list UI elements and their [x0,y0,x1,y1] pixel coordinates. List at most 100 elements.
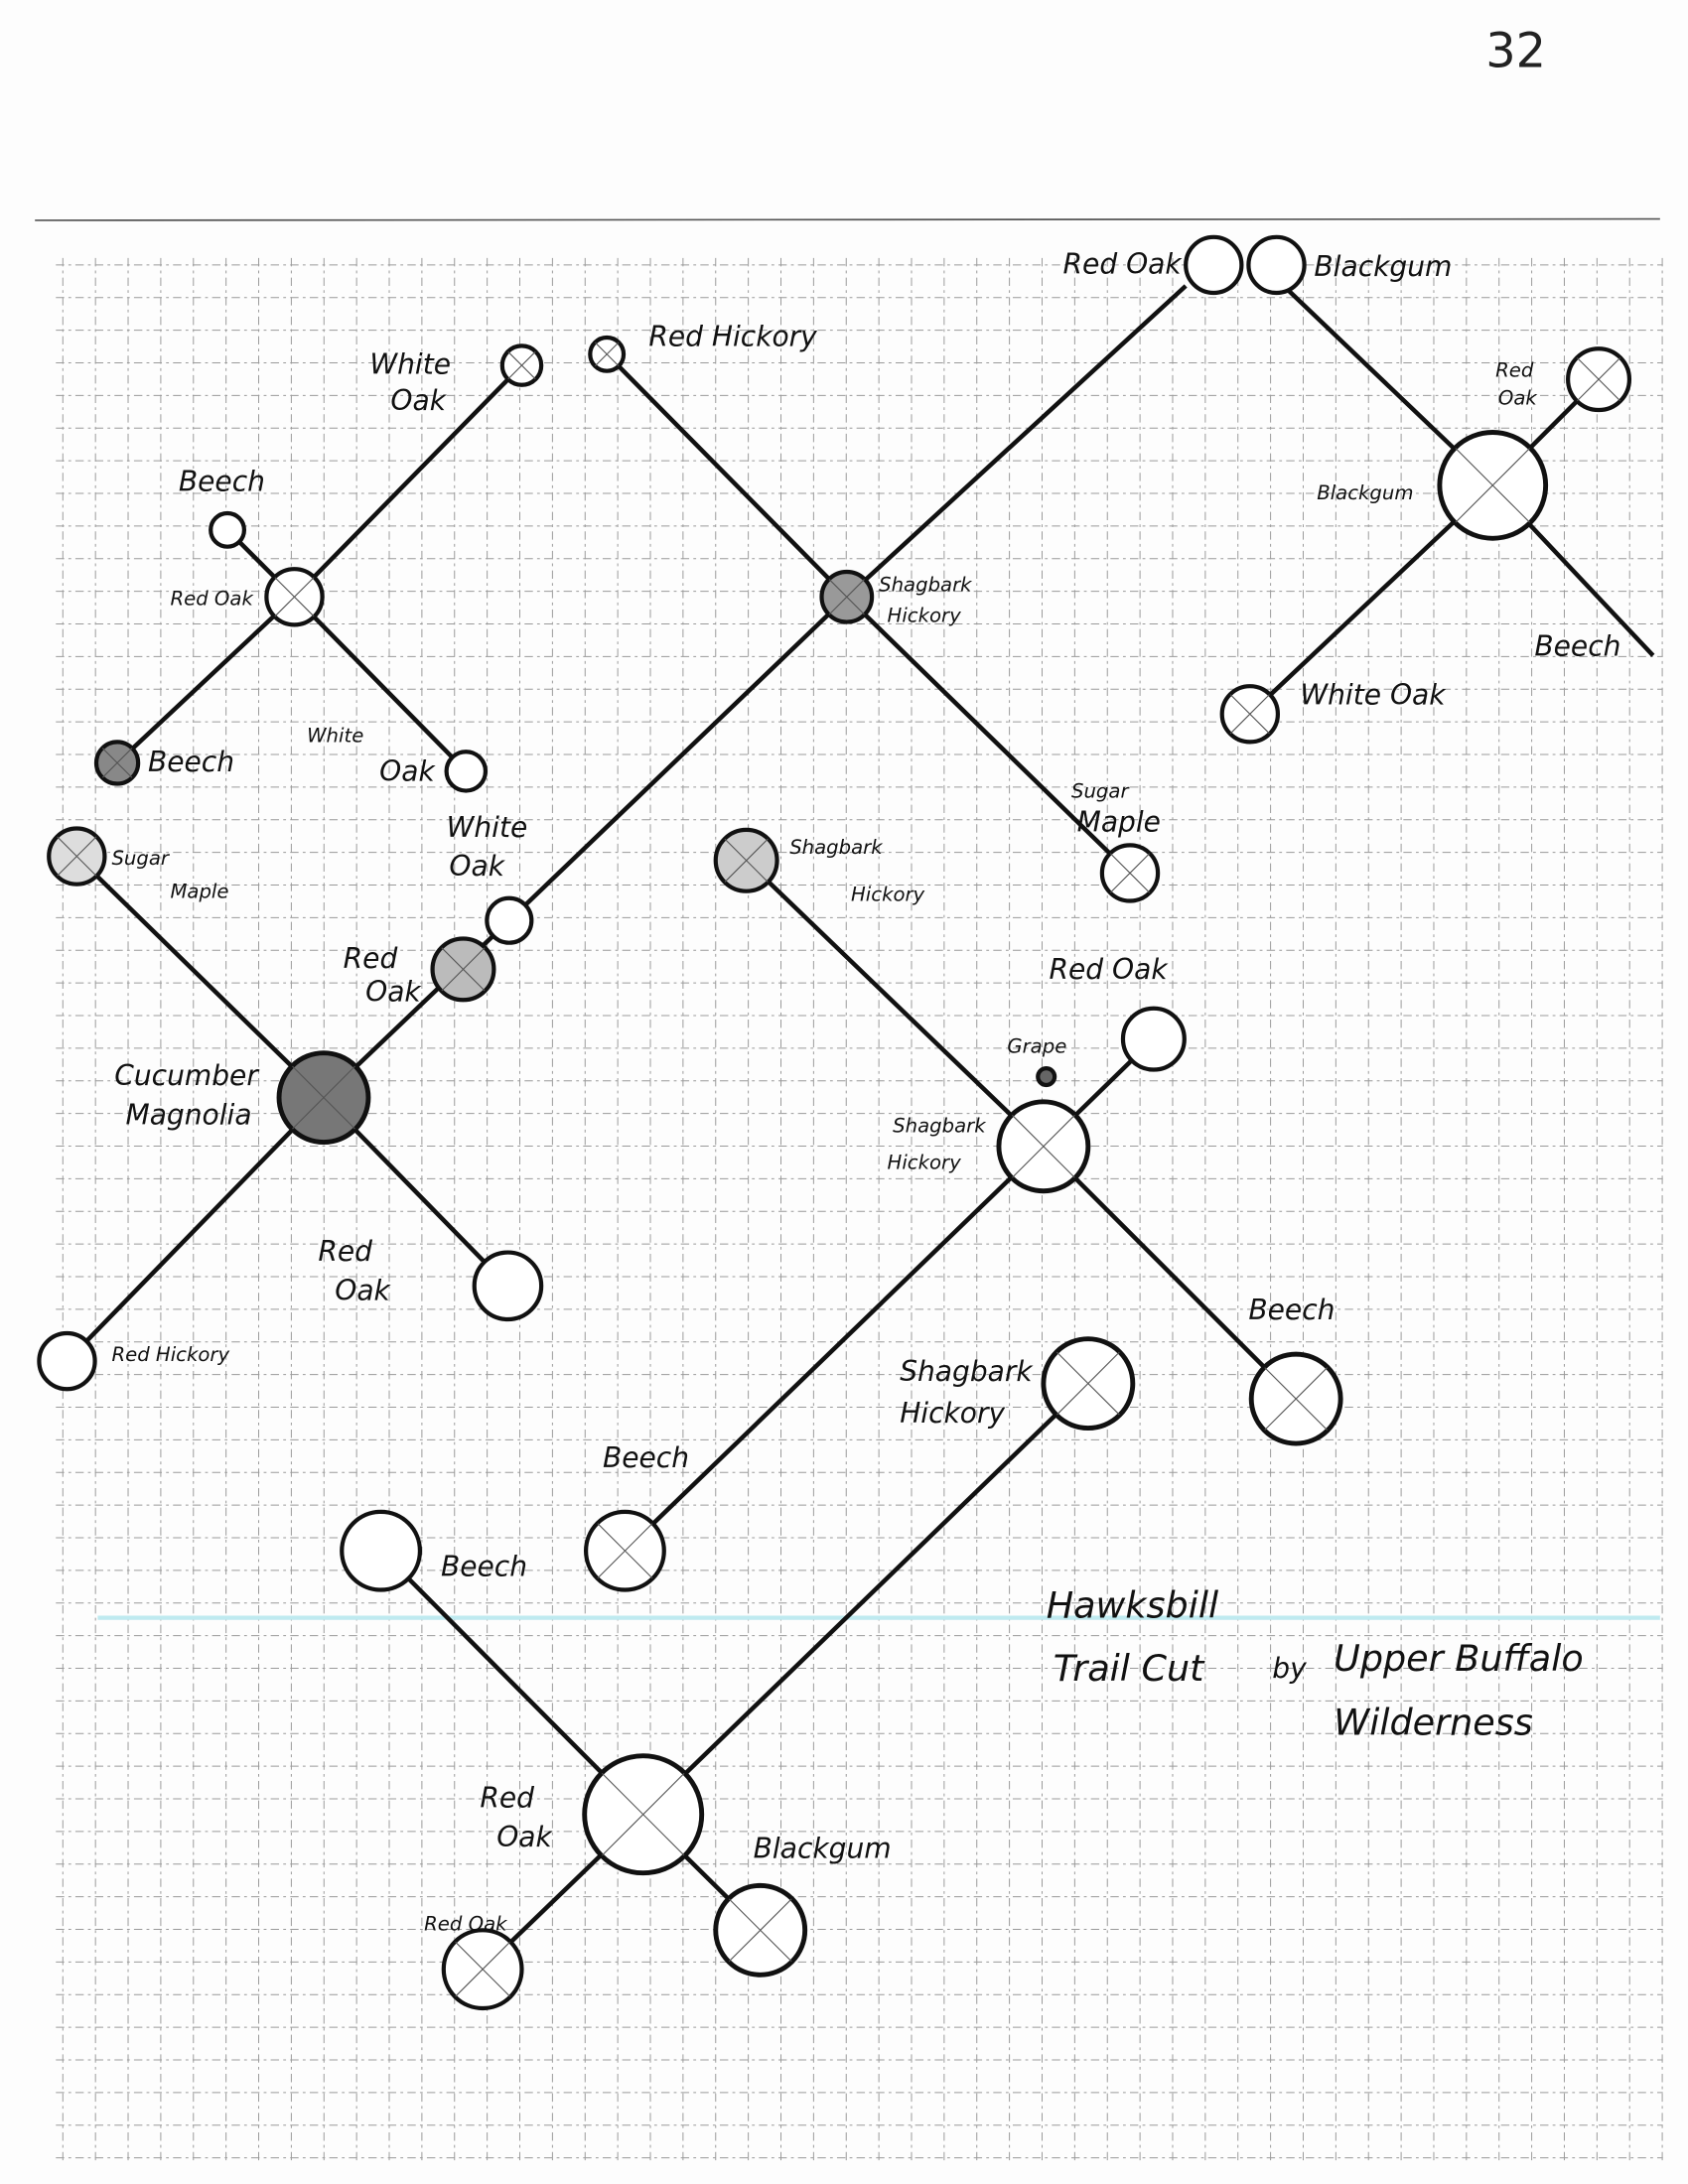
tree-node [713,827,779,893]
label: Oak [335,1274,391,1306]
label: Red Oak [170,588,254,611]
tree-node [340,1509,423,1592]
connection-line [1248,483,1494,716]
tree-node [583,1509,666,1592]
tree-circle-icon [1120,1006,1187,1072]
connection-line [292,595,468,773]
label: Shagbark [789,836,884,859]
tree-node [582,1753,705,1876]
connection-line [605,352,849,599]
label: Beech [603,1441,689,1474]
label: Shagbark [879,574,973,597]
label: Red Hickory [111,1343,229,1366]
label: Blackgum [754,1832,892,1864]
tree-node [264,567,325,627]
label: Oak [365,976,422,1009]
tree-node [37,1330,97,1392]
tree-node [485,895,534,945]
title-org2: Wilderness [1334,1702,1533,1744]
connection-line [74,854,326,1100]
label: Oak [496,1821,553,1853]
connection-line [745,859,1046,1149]
label: Maple [1077,805,1161,838]
connection-line [292,363,524,599]
label: Red Oak [1063,247,1184,280]
tree-node [996,1099,1091,1194]
tree-node [499,343,544,387]
label: Oak [379,755,436,788]
label: Hickory [888,605,962,627]
title-by: by [1272,1652,1307,1685]
tree-node [1036,1066,1057,1088]
connection-line [845,595,1132,876]
label: White [369,348,451,381]
label: Sugar [111,847,170,870]
tree-circle-icon [340,1509,423,1592]
label: Red [1495,358,1534,381]
tree-node [1246,234,1307,296]
label: Blackgum [1314,250,1452,283]
label: Hickory [851,884,925,906]
label: Shagbark [900,1355,1034,1388]
label: Maple [170,881,228,903]
tree-node [430,936,496,1003]
connection-line [1042,1145,1298,1401]
label: Beech [1534,629,1620,662]
tree-circle-icon [1036,1066,1057,1088]
title-line1: Hawksbill [1047,1584,1219,1627]
tree-node [1120,1006,1187,1072]
tree-node [819,569,875,624]
tree-node [444,750,489,793]
connection-line [507,595,849,922]
tree-node [472,1250,544,1322]
label: Red Oak [1050,953,1170,986]
tree-node [1041,1336,1136,1432]
connection-line [845,284,1188,599]
title-line2: Trail Cut [1054,1647,1205,1690]
label: Red Hickory [648,320,817,352]
tree-node [588,335,627,373]
label: Beech [148,746,234,778]
tree-circle-icon [209,510,247,549]
tree-node [1184,234,1244,296]
label: White [307,724,363,747]
tree-node [1219,684,1281,745]
tree-circle-icon [1246,234,1307,296]
trees [37,234,1632,2011]
tree-node [1566,346,1632,413]
label: Red [318,1235,372,1268]
connection-line [115,595,297,765]
label: Hickory [900,1397,1005,1430]
label: White [447,811,528,844]
label: Hickory [888,1151,962,1173]
label: Oak [449,850,505,883]
diagram-title: Hawksbill Trail Cut by Upper Buffalo Wil… [1047,1584,1584,1744]
connection-line [641,1381,1090,1817]
title-org1: Upper Buffalo [1334,1637,1584,1680]
tree-node [47,826,107,887]
connection-line [378,1549,645,1817]
label: Beech [441,1550,527,1582]
label: Blackgum [1317,481,1413,504]
header-rule [35,217,1660,221]
label: Red [480,1782,534,1815]
tree-circle-icon [1184,234,1244,296]
label: Cucumber [114,1059,259,1092]
page-number: 32 [1485,24,1546,78]
label: Shagbark [893,1115,987,1138]
tree-node [713,1882,808,1978]
label: Sugar [1071,780,1130,803]
tree-node [441,1928,524,2011]
tree-circle-icon [37,1330,97,1392]
label: Magnolia [126,1098,252,1131]
tree-node [1437,430,1549,541]
tree-circle-icon [485,895,534,945]
tree-node [209,510,247,549]
tree-circle-icon [472,1250,544,1322]
label: Beech [179,466,265,498]
label: Red [344,942,398,975]
tree-circle-icon [444,750,489,793]
label: Grape [1007,1035,1066,1058]
